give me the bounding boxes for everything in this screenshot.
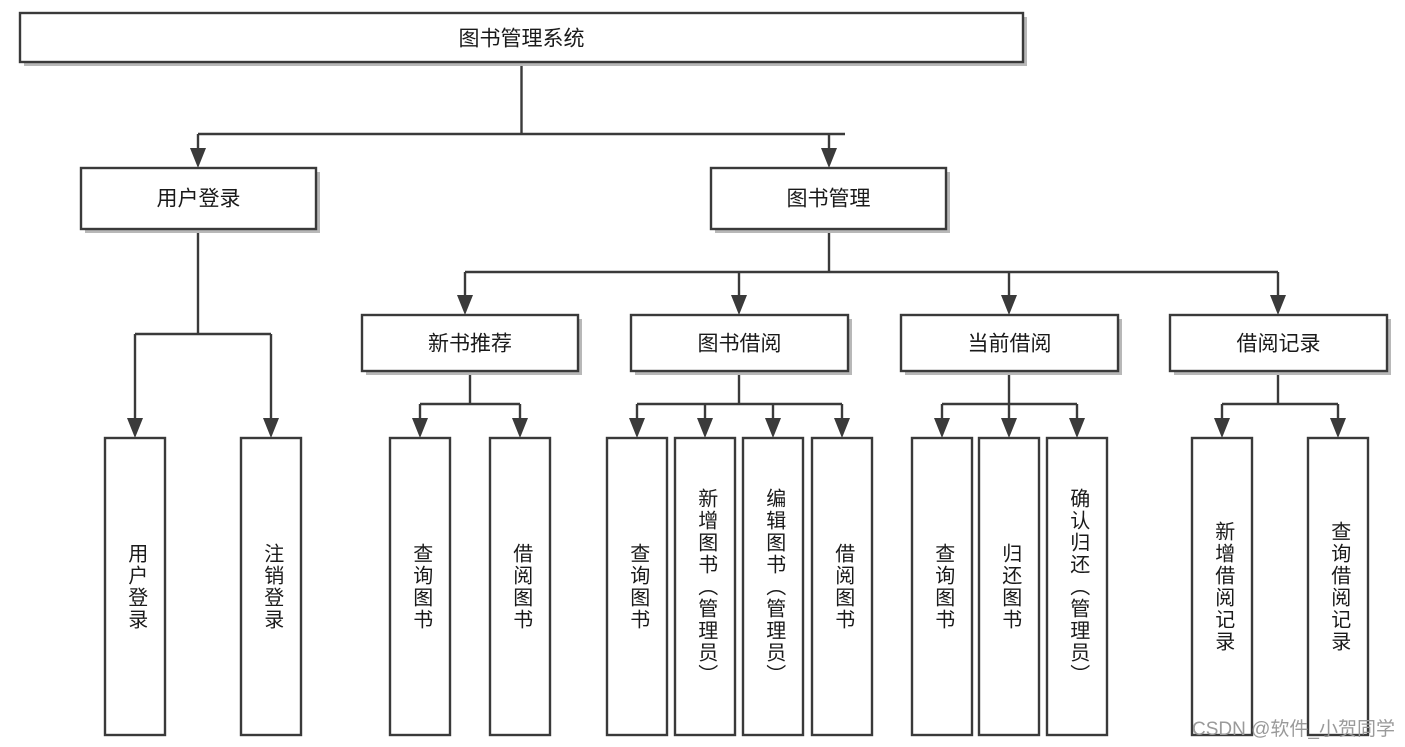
- node-borrow-record[interactable]: 借阅记录: [1168, 313, 1391, 375]
- root-box[interactable]: [18, 11, 1025, 64]
- current-borrow-label: 当前借阅: [968, 333, 1052, 356]
- root-label: 图书管理系统: [459, 28, 585, 51]
- edge-group-user-login-children: [127, 233, 279, 438]
- leaf-box-book-borrow-2[interactable]: [741, 436, 805, 737]
- borrow-record-label: 借阅记录: [1237, 333, 1321, 356]
- leaf-box-current-borrow-0[interactable]: [910, 436, 974, 737]
- arrow-ul-to-leaf0: [127, 418, 143, 438]
- arrow-bm-to-new-book: [457, 295, 473, 315]
- arrow-bm-to-record: [1270, 295, 1286, 315]
- arrow-br-to-leaf0: [1214, 418, 1230, 438]
- node-new-book-recommend[interactable]: 新书推荐: [360, 313, 582, 375]
- edge-group-new-book-children: [412, 375, 528, 438]
- leaf-box-borrow-record-0[interactable]: [1190, 436, 1254, 737]
- edge-group-book-manage-to-level3: [457, 233, 1286, 315]
- current-borrow-box[interactable]: [899, 313, 1120, 373]
- edge-group-borrow-record-children: [1214, 375, 1346, 438]
- arrow-bb-to-leaf0: [629, 418, 645, 438]
- arrow-nb-to-leaf1: [512, 418, 528, 438]
- arrow-bb-to-leaf3: [834, 418, 850, 438]
- leaf-box-group-borrow-record: [1190, 436, 1370, 737]
- edge-group-current-borrow-children: [934, 375, 1085, 438]
- arrow-bb-to-leaf2: [765, 418, 781, 438]
- leaf-box-borrow-record-1[interactable]: [1306, 436, 1370, 737]
- leaf-box-group-current-borrow: [910, 436, 1109, 737]
- arrow-bm-to-current: [1001, 295, 1017, 315]
- node-book-borrow[interactable]: 图书借阅: [629, 313, 852, 375]
- arrow-root-to-book-manage: [821, 148, 837, 168]
- node-current-borrow[interactable]: 当前借阅: [899, 313, 1122, 375]
- leaf-box-book-borrow-0[interactable]: [605, 436, 669, 737]
- leaf-box-book-borrow-1[interactable]: [673, 436, 737, 737]
- book-management-box[interactable]: [709, 166, 948, 231]
- leaf-box-user-login-1[interactable]: [239, 436, 303, 737]
- user-login-label: 用户登录: [157, 188, 241, 211]
- leaf-box-group-new-book-recommend: [388, 436, 552, 737]
- node-book-management[interactable]: 图书管理: [709, 166, 950, 233]
- leaf-box-book-borrow-3[interactable]: [810, 436, 874, 737]
- edge-group-root-to-level2: [190, 66, 845, 168]
- arrow-cb-to-leaf2: [1069, 418, 1085, 438]
- leaf-box-group-user-login: [103, 436, 303, 737]
- leaf-box-group-book-borrow: [605, 436, 874, 737]
- csdn-watermark: CSDN @软件_小贺同学: [1192, 719, 1395, 740]
- new-book-recommend-label: 新书推荐: [428, 333, 512, 356]
- leaf-box-new-book-0[interactable]: [388, 436, 452, 737]
- arrow-nb-to-leaf0: [412, 418, 428, 438]
- edge-group-book-borrow-children: [629, 375, 850, 438]
- leaf-box-new-book-1[interactable]: [488, 436, 552, 737]
- new-book-recommend-box[interactable]: [360, 313, 580, 373]
- arrow-bb-to-leaf1: [697, 418, 713, 438]
- arrow-br-to-leaf1: [1330, 418, 1346, 438]
- leaf-box-current-borrow-2[interactable]: [1045, 436, 1109, 737]
- book-borrow-label: 图书借阅: [698, 333, 782, 356]
- book-borrow-box[interactable]: [629, 313, 850, 373]
- user-login-box[interactable]: [79, 166, 318, 231]
- arrow-cb-to-leaf0: [934, 418, 950, 438]
- leaf-box-current-borrow-1[interactable]: [977, 436, 1041, 737]
- book-management-label: 图书管理: [787, 188, 871, 211]
- borrow-record-box[interactable]: [1168, 313, 1389, 373]
- node-user-login[interactable]: 用户登录: [79, 166, 320, 233]
- arrow-bm-to-borrow: [731, 295, 747, 315]
- node-root-book-management-system[interactable]: 图书管理系统: [18, 11, 1027, 66]
- arrow-ul-to-leaf1: [263, 418, 279, 438]
- arrow-cb-to-leaf1: [1001, 418, 1017, 438]
- leaf-box-user-login-0[interactable]: [103, 436, 167, 737]
- arrow-root-to-user-login: [190, 148, 206, 168]
